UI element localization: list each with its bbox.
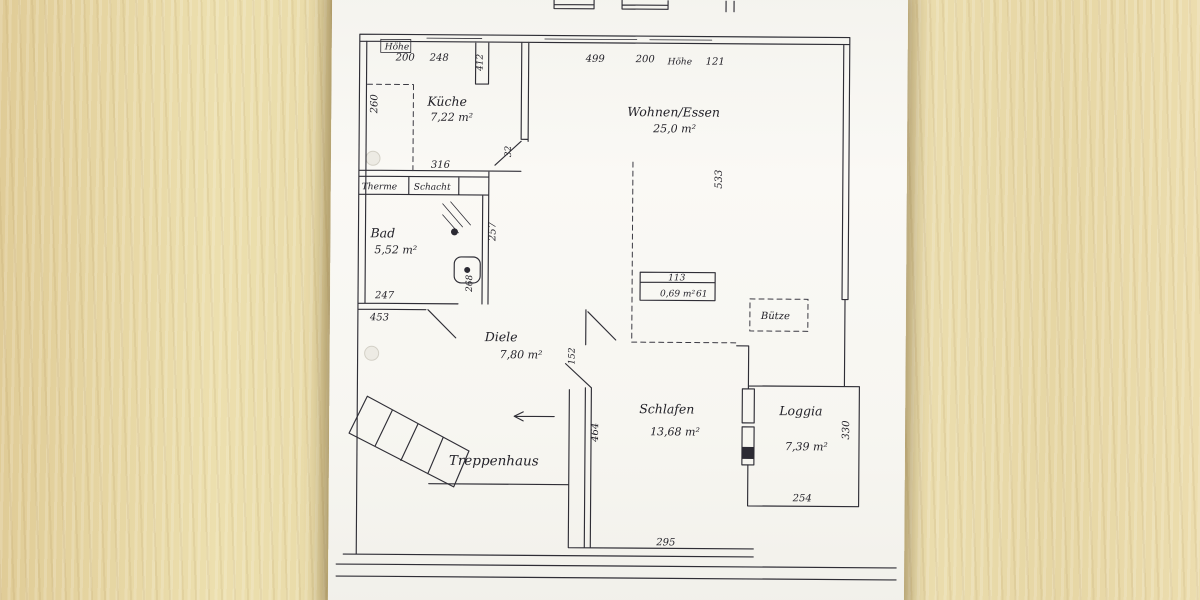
room-label-wohnen: Wohnen/Essen [627, 104, 720, 120]
dimension-labels: Höhe 200 248 412 499 200 Höhe 121 260 31… [369, 42, 852, 548]
room-area-kammer: 0,69 m² [660, 289, 696, 299]
bathroom-fixtures [442, 201, 481, 284]
sheet-bottom-border [335, 563, 897, 581]
dashed-lines [367, 83, 809, 344]
dim-257: 257 [487, 221, 498, 242]
floor-plan-drawing: Küche 7,22 m² Wohnen/Essen 25,0 m² Bad 5… [335, 0, 897, 581]
hoehe-label-box [380, 38, 412, 53]
dim-61: 61 [696, 290, 708, 300]
dim-268: 268 [465, 274, 475, 293]
room-labels: Küche 7,22 m² Wohnen/Essen 25,0 m² Bad 5… [362, 94, 828, 470]
dim-32: 32 [504, 145, 514, 157]
dim-247: 247 [374, 290, 395, 301]
room-area-wohnen: 25,0 m² [652, 122, 696, 135]
dim-295: 295 [655, 537, 675, 548]
sheet-top-fragments [553, 0, 735, 13]
room-label-kueche: Küche [426, 94, 467, 109]
dim-464: 464 [590, 423, 601, 443]
dim-200-left: 200 [395, 52, 416, 63]
room-label-diele: Diele [484, 329, 518, 344]
dim-533: 533 [714, 170, 725, 189]
floor-plan-paper: Küche 7,22 m² Wohnen/Essen 25,0 m² Bad 5… [327, 0, 909, 600]
dim-200-right: 200 [635, 54, 656, 65]
dim-316: 316 [431, 160, 451, 171]
stair-direction-arrow [513, 411, 555, 422]
staircase [348, 395, 470, 488]
dim-hoehe-left: Höhe [384, 42, 409, 52]
room-label-bad: Bad [369, 225, 395, 240]
room-area-schlafen: 13,68 m² [650, 425, 700, 438]
room-label-schacht: Schacht [414, 183, 451, 193]
room-area-loggia: 7,39 m² [785, 440, 828, 453]
dim-453: 453 [369, 312, 389, 323]
dim-hoehe-right: Höhe [667, 57, 692, 67]
hole-punches [364, 150, 381, 361]
floor-plan-walls [342, 33, 860, 558]
dim-254: 254 [792, 493, 812, 504]
dim-412: 412 [476, 54, 486, 73]
toilet-icon [450, 228, 458, 236]
room-area-diele: 7,80 m² [500, 348, 543, 361]
room-label-therme: Therme [362, 182, 397, 192]
dim-113: 113 [668, 273, 686, 283]
dim-121: 121 [706, 57, 725, 68]
sink-icon [453, 256, 481, 284]
room-area-bad: 5,52 m² [374, 243, 417, 256]
dim-152: 152 [568, 347, 578, 365]
room-label-buetze: Bütze [760, 311, 790, 322]
room-area-kueche: 7,22 m² [430, 111, 473, 124]
loggia-door-window [741, 388, 755, 466]
dim-330: 330 [841, 420, 852, 440]
room-label-loggia: Loggia [778, 403, 822, 418]
room-label-schlafen: Schlafen [639, 401, 694, 416]
room-label-treppenhaus: Treppenhaus [449, 453, 539, 470]
dim-499: 499 [585, 54, 606, 65]
dim-260: 260 [369, 94, 380, 115]
dim-248: 248 [429, 53, 449, 64]
